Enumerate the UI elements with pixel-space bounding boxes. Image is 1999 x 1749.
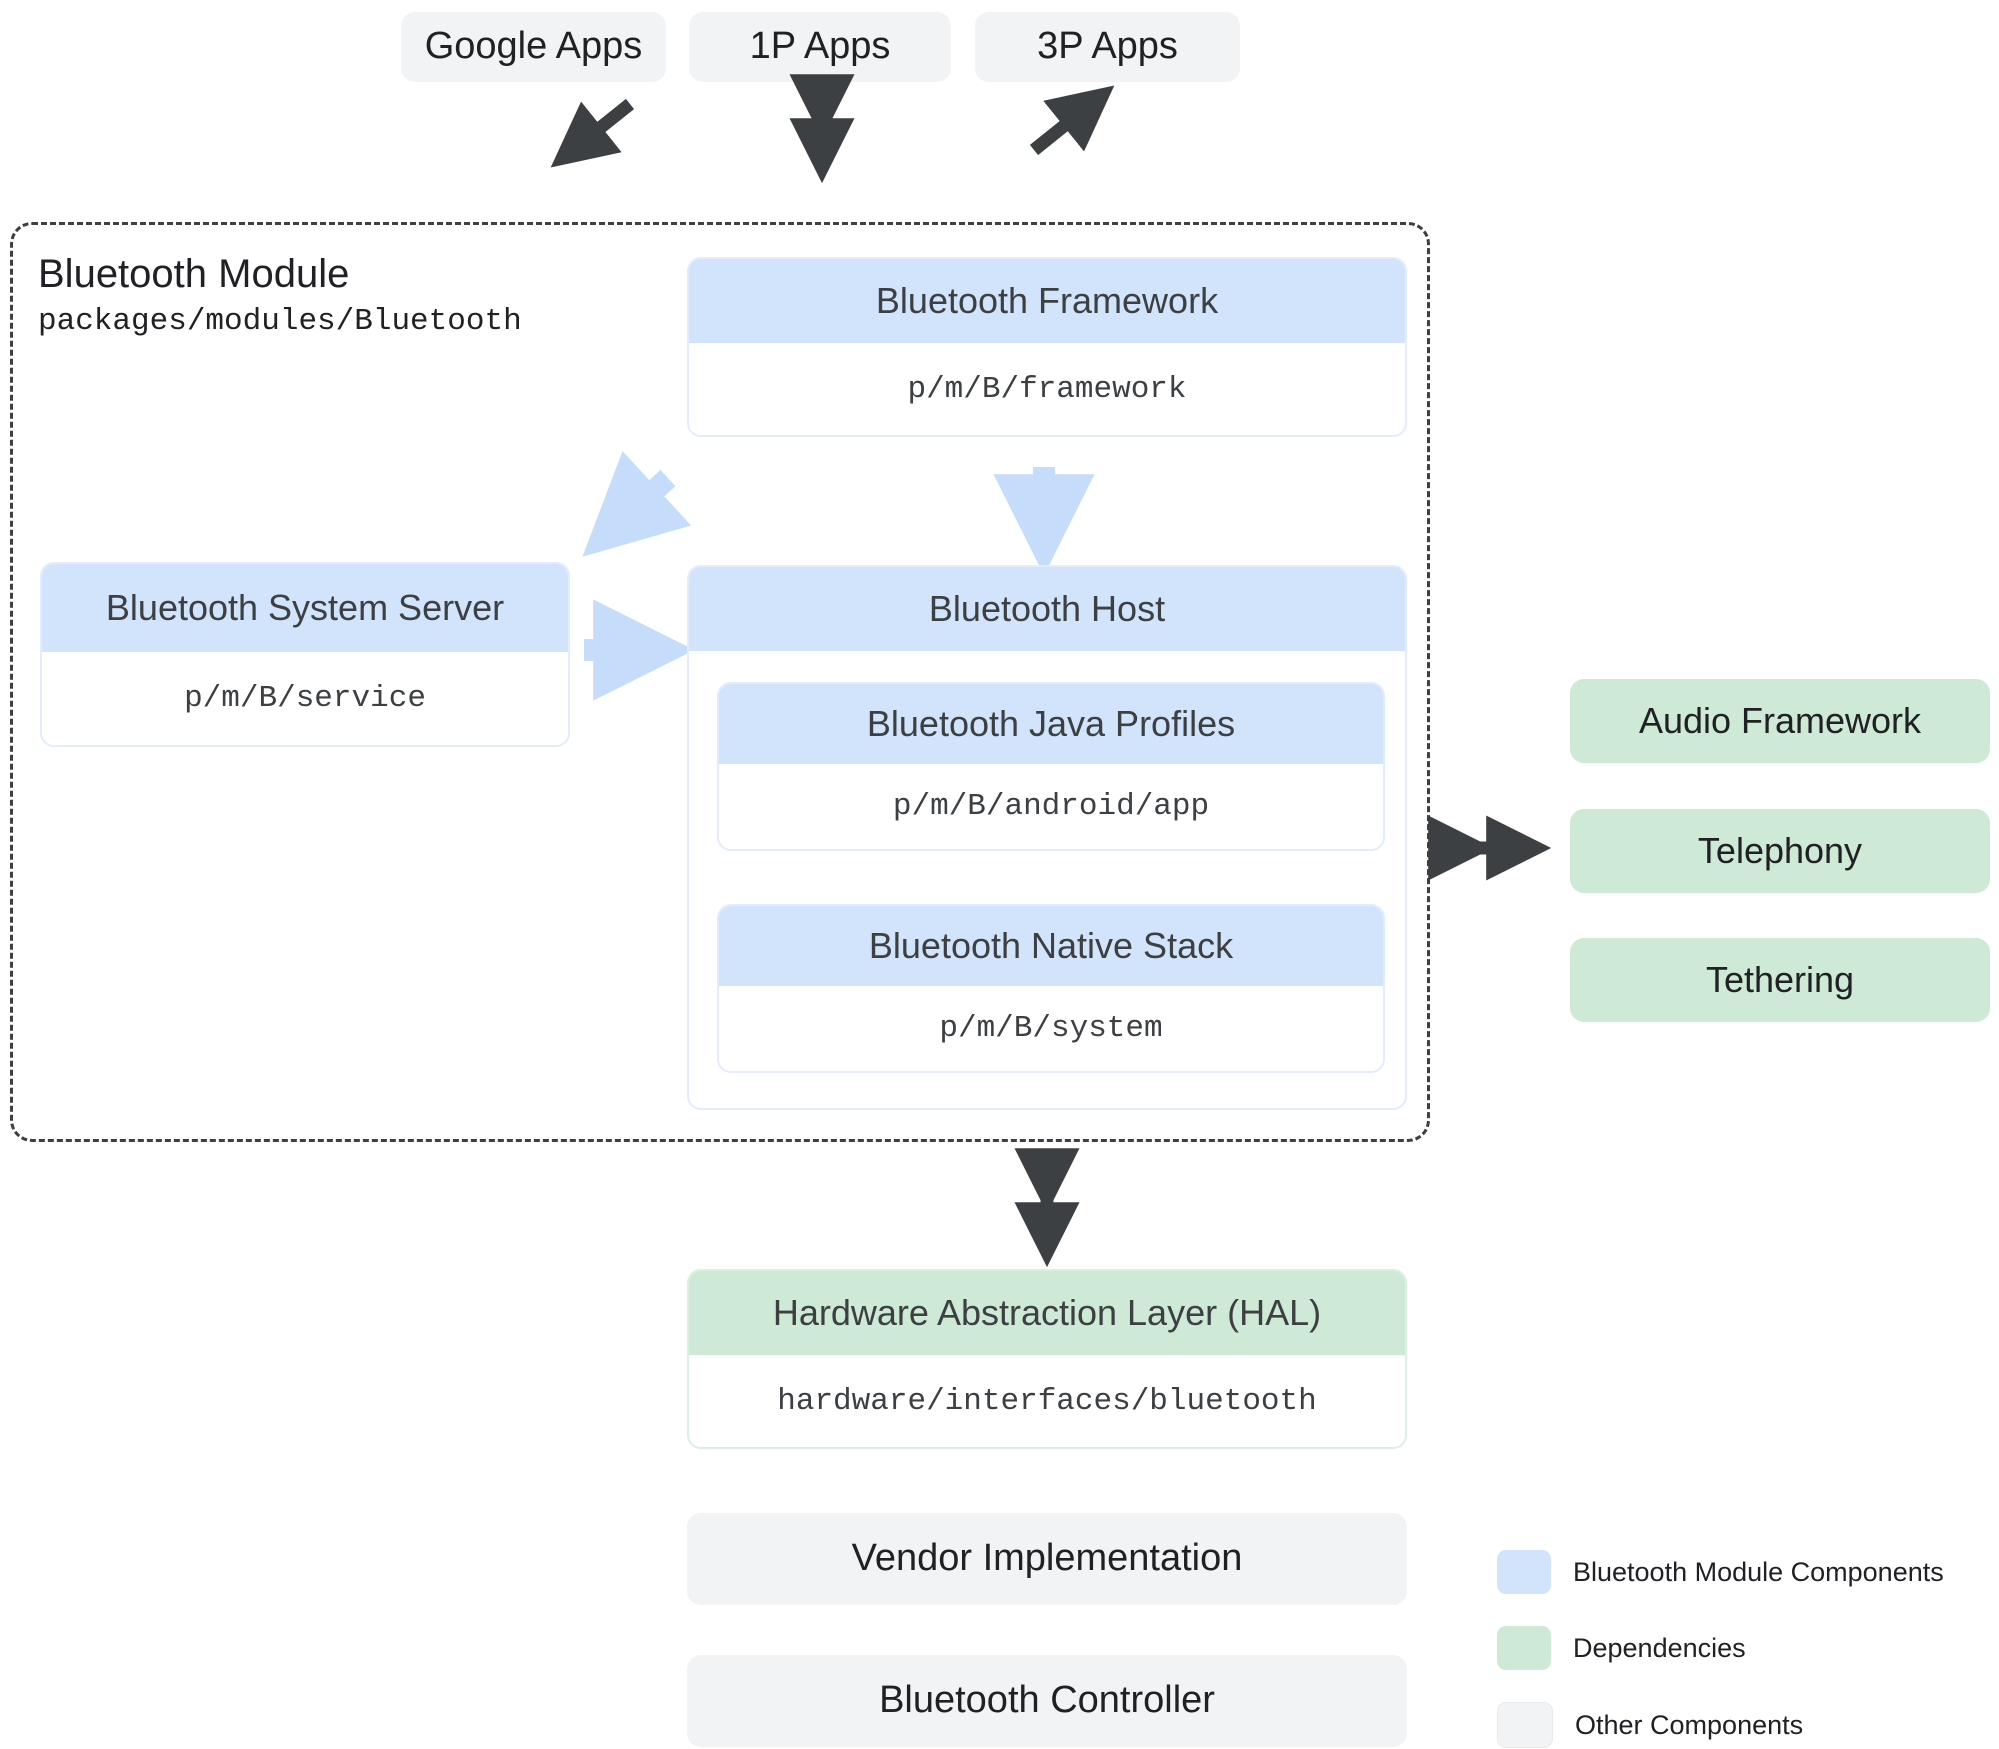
bluetooth-host-title: Bluetooth Host — [689, 567, 1405, 651]
dependency-label: Telephony — [1697, 830, 1863, 871]
legend-label: Bluetooth Module Components — [1573, 1556, 1944, 1587]
bluetooth-system-server-card[interactable]: Bluetooth System Server p/m/B/service — [40, 562, 570, 747]
bluetooth-native-stack-path: p/m/B/system — [719, 986, 1383, 1071]
app-box-google-apps[interactable]: Google Apps — [401, 12, 666, 82]
vendor-implementation-box[interactable]: Vendor Implementation — [687, 1513, 1407, 1605]
legend-swatch-icon — [1497, 1626, 1551, 1670]
bluetooth-framework-card[interactable]: Bluetooth Framework p/m/B/framework — [687, 257, 1407, 437]
hal-card[interactable]: Hardware Abstraction Layer (HAL) hardwar… — [687, 1269, 1407, 1449]
legend-label: Other Components — [1575, 1709, 1804, 1740]
hal-title: Hardware Abstraction Layer (HAL) — [689, 1271, 1405, 1355]
legend-item-dependencies: Dependencies — [1497, 1626, 1944, 1670]
dependency-box-audio-framework[interactable]: Audio Framework — [1570, 679, 1990, 763]
arrow-module-to-hal — [1014, 1148, 1080, 1268]
module-title: Bluetooth Module — [38, 252, 350, 296]
bluetooth-host-card[interactable]: Bluetooth Host Bluetooth Java Profiles p… — [687, 565, 1407, 1110]
arrow-3p-apps-up-right — [1029, 85, 1115, 156]
app-box-label: Google Apps — [424, 25, 643, 68]
dependency-label: Tethering — [1705, 959, 1855, 1000]
arrow-framework-to-system-server — [582, 451, 692, 557]
legend-item-other-components: Other Components — [1497, 1702, 1944, 1748]
dependency-box-telephony[interactable]: Telephony — [1570, 809, 1990, 893]
app-box-label: 1P Apps — [749, 25, 891, 68]
legend-swatch-icon — [1497, 1550, 1551, 1594]
app-box-label: 3P Apps — [1037, 25, 1178, 68]
arrow-google-apps-down-left — [550, 98, 635, 168]
bluetooth-native-stack-title: Bluetooth Native Stack — [719, 906, 1383, 986]
arrow-system-server-to-host — [584, 599, 695, 701]
bluetooth-java-profiles-path: p/m/B/android/app — [719, 764, 1383, 849]
bluetooth-framework-path: p/m/B/framework — [689, 343, 1405, 435]
dependency-label: Audio Framework — [1638, 700, 1922, 741]
vendor-implementation-label: Vendor Implementation — [851, 1537, 1243, 1580]
bluetooth-controller-label: Bluetooth Controller — [879, 1679, 1215, 1722]
arrow-framework-to-host — [993, 467, 1095, 576]
legend-swatch-icon — [1497, 1702, 1553, 1748]
bluetooth-java-profiles-card[interactable]: Bluetooth Java Profiles p/m/B/android/ap… — [717, 682, 1385, 851]
legend-label: Dependencies — [1573, 1632, 1746, 1663]
bluetooth-native-stack-card[interactable]: Bluetooth Native Stack p/m/B/system — [717, 904, 1385, 1073]
bluetooth-module-container — [10, 222, 1430, 1142]
bluetooth-java-profiles-title: Bluetooth Java Profiles — [719, 684, 1383, 764]
legend-item-bluetooth-module-components: Bluetooth Module Components — [1497, 1550, 1944, 1594]
app-box-1p-apps[interactable]: 1P Apps — [689, 12, 951, 82]
app-box-3p-apps[interactable]: 3P Apps — [975, 12, 1240, 82]
hal-path: hardware/interfaces/bluetooth — [689, 1355, 1405, 1447]
arrow-host-to-dependencies — [1428, 815, 1552, 881]
arrow-1p-apps-bidirectional — [789, 74, 855, 184]
module-path: packages/modules/Bluetooth — [38, 304, 522, 339]
bluetooth-system-server-title: Bluetooth System Server — [42, 564, 568, 652]
legend: Bluetooth Module Components Dependencies… — [1497, 1550, 1944, 1748]
bluetooth-framework-title: Bluetooth Framework — [689, 259, 1405, 343]
bluetooth-system-server-path: p/m/B/service — [42, 652, 568, 745]
bluetooth-controller-box[interactable]: Bluetooth Controller — [687, 1655, 1407, 1747]
dependency-box-tethering[interactable]: Tethering — [1570, 938, 1990, 1022]
